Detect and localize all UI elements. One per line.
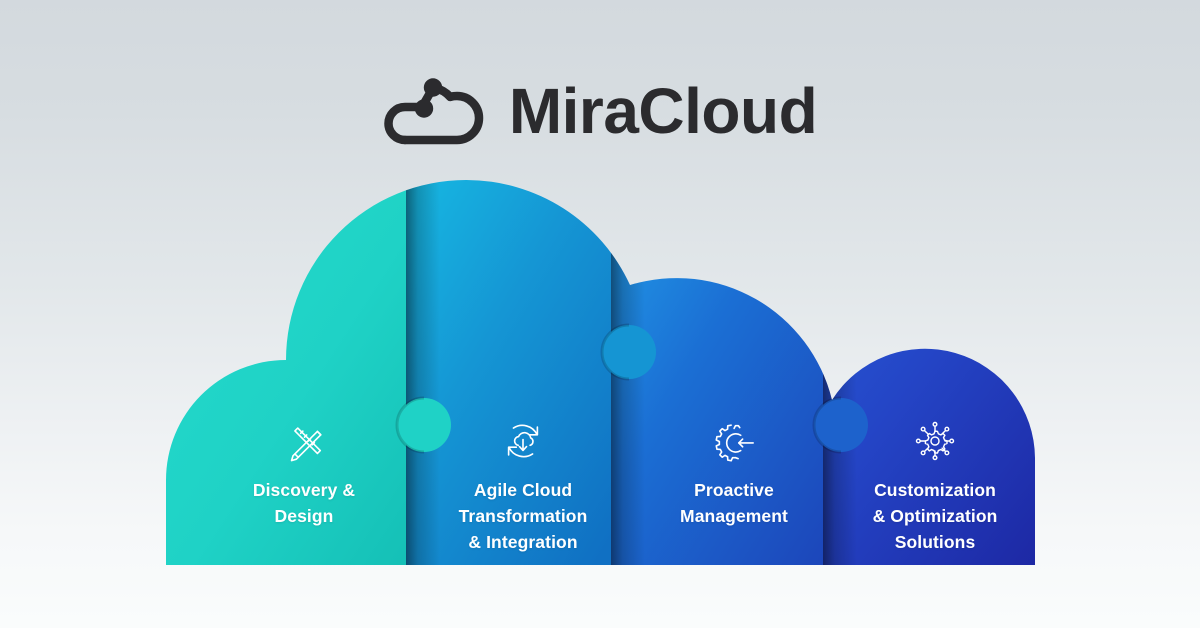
piece-content-proactive-management[interactable]: Proactive Management: [636, 418, 832, 530]
gear-arrow-icon: [715, 424, 754, 462]
cloud-sync-icon: [507, 424, 539, 458]
node-dot-upper: [423, 78, 443, 97]
piece-content-customization-optimization[interactable]: Customization & Optimization Solutions: [838, 418, 1032, 556]
knob-1-edge: [395, 396, 425, 454]
gear-network-icon: [915, 421, 955, 461]
ruler-pencil-icon: [290, 427, 322, 462]
seam-shadow-1: [406, 179, 440, 565]
piece-content-agile-cloud[interactable]: Agile Cloud Transformation & Integration: [425, 418, 621, 556]
puzzle-knob-3-overlay: [814, 398, 868, 452]
puzzle-knob-1-overlay: [397, 398, 451, 452]
knob-3-edge: [812, 396, 842, 454]
piece-label-customization-optimization: Customization & Optimization Solutions: [872, 480, 998, 552]
piece-label-proactive-management: Proactive Management: [680, 480, 788, 526]
puzzle-knob-2-overlay: [602, 325, 656, 379]
piece-label-agile-cloud: Agile Cloud Transformation & Integration: [458, 480, 588, 552]
piece-content-discovery-design[interactable]: Discovery & Design: [204, 418, 404, 530]
knob-2-edge: [600, 323, 630, 381]
node-dot-lower: [414, 99, 434, 118]
brand-logo: MiraCloud: [0, 68, 1200, 154]
piece-label-discovery-design: Discovery & Design: [252, 480, 356, 526]
brand-name: MiraCloud: [508, 75, 818, 147]
puzzle-piece-agile-cloud[interactable]: [400, 150, 620, 580]
cloud-nodes-icon: [384, 78, 484, 145]
